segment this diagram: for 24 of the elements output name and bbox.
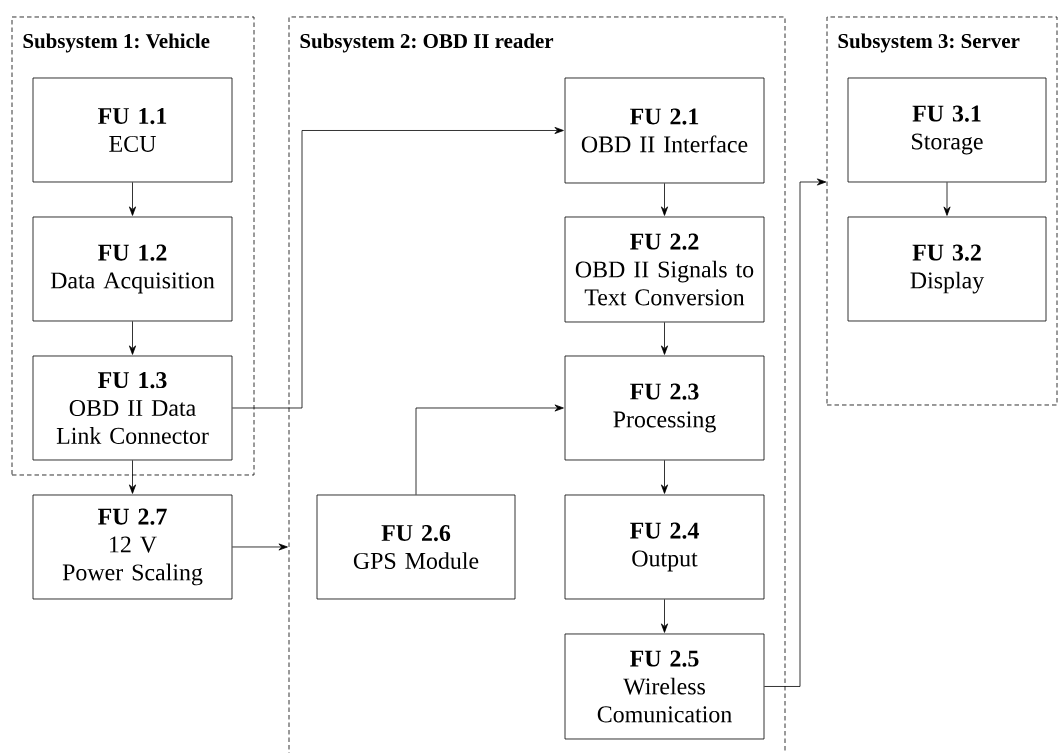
- arrow: [129, 460, 136, 494]
- arrow: [129, 182, 136, 216]
- function-box: FU 2.7 12 V Power Scaling: [32, 494, 233, 600]
- function-box: FU 1.2 Data Acquisition: [32, 216, 233, 322]
- arrow: [232, 543, 288, 551]
- arrow: [943, 182, 951, 216]
- function-box: FU 2.2 OBD II Signals to Text Conversion: [564, 216, 765, 323]
- function-box: FU 1.1 ECU: [32, 77, 233, 183]
- function-box: FU 2.6 GPS Module: [316, 494, 516, 600]
- function-box: FU 2.1 OBD II Interface: [564, 77, 765, 184]
- arrow: [661, 322, 668, 355]
- function-box: FU 3.1 Storage: [847, 77, 1047, 183]
- function-box: FU 2.5 Wireless Comunication: [564, 633, 765, 740]
- function-box: FU 1.3 OBD II Data Link Connector: [32, 355, 233, 461]
- arrow: [232, 126, 564, 409]
- arrow: [764, 178, 827, 687]
- function-box: FU 2.4 Output: [564, 494, 765, 600]
- arrow: [661, 599, 668, 633]
- arrow: [661, 183, 668, 216]
- function-box: FU 2.3 Processing: [564, 355, 765, 461]
- arrow: [415, 404, 564, 495]
- arrow: [129, 321, 136, 355]
- arrow: [661, 460, 668, 494]
- function-box: FU 3.2 Display: [847, 216, 1047, 322]
